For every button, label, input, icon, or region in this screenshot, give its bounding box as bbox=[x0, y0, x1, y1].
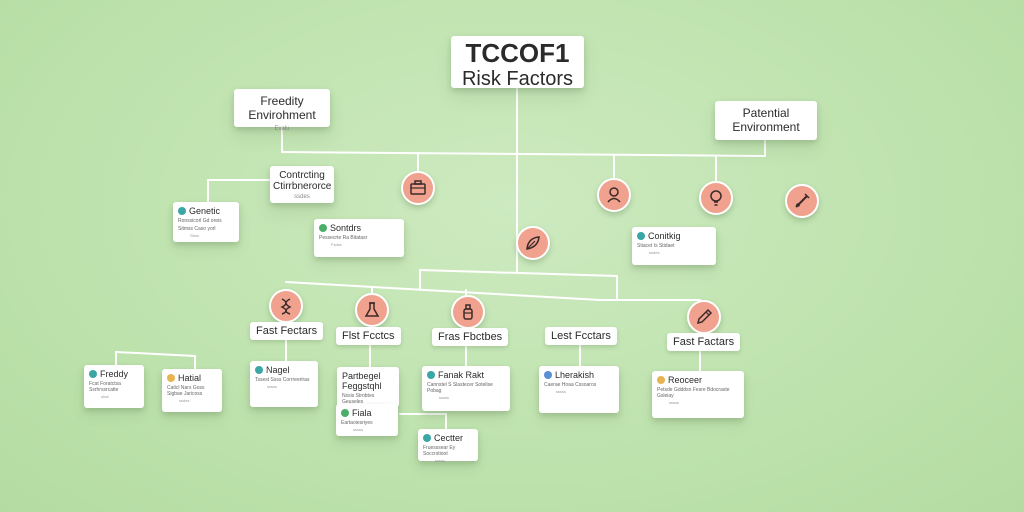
card-lherakish-title: Lherakish bbox=[555, 370, 595, 380]
card-freddy-desc: Fcat Foratctsa Ssrhrssrcatte bbox=[89, 381, 121, 393]
syringe-node bbox=[785, 184, 819, 218]
person-icon bbox=[607, 187, 621, 203]
card-nagel-desc: Tssest Ssss Corrreeriras bbox=[255, 377, 310, 383]
card-genetic-title: Genetic bbox=[189, 206, 221, 216]
card-fanak-desc: Cannstel S Slastecer Sotelise Pobag bbox=[427, 382, 493, 394]
factor-label-3: Fras Fbctbes bbox=[432, 328, 509, 346]
category-left-line2: Envirohment bbox=[248, 108, 316, 122]
briefcase-icon bbox=[410, 180, 426, 195]
card-genetic-foot: Sbss bbox=[190, 233, 199, 238]
factor-label-5: Fast Factars bbox=[667, 333, 741, 351]
category-left-sub: Evalu bbox=[274, 126, 290, 132]
card-genetic-desc1: Ronssicorl Gd oreis bbox=[178, 218, 222, 224]
card-partbegel-title2: Feggstqhl bbox=[342, 381, 382, 391]
scissors-icon bbox=[319, 224, 327, 232]
title-line1: TCCOF1 bbox=[465, 38, 570, 68]
factor-label-4: Lest Fcctars bbox=[545, 327, 617, 345]
card-lherakish-foot: sssss bbox=[556, 389, 566, 394]
card-conitkig-title: Conitkig bbox=[648, 231, 681, 241]
card-conitkig-foot: ssdes bbox=[649, 250, 660, 255]
card-genetic-desc2: Sitmss Caso yorl bbox=[178, 226, 216, 232]
title-line2: Risk Factors bbox=[461, 68, 574, 90]
card-partbegel: Partbegel Feggstqhl Nssis Strobtes Geuse… bbox=[337, 367, 399, 407]
globe-icon bbox=[427, 371, 435, 379]
card-cectter-desc: Fruesssear Ey Soccrstioot bbox=[423, 445, 456, 457]
category-card-contributing: Contrcting Ctirrbnerorce ssdes bbox=[270, 166, 334, 203]
card-nagel-foot: sssss bbox=[267, 384, 277, 389]
card-fiala-title: Fiala bbox=[352, 408, 372, 418]
leaf-icon bbox=[526, 236, 540, 250]
pin-icon bbox=[657, 376, 665, 384]
category-contributing-line1: Contrcting bbox=[279, 170, 325, 181]
card-freddy-foot: shat bbox=[101, 394, 109, 399]
briefcase-node bbox=[401, 171, 435, 205]
card-freddy-title: Freddy bbox=[100, 369, 129, 379]
dna-icon bbox=[280, 298, 292, 315]
card-fanak-foot: sssss bbox=[439, 395, 449, 400]
title-card: TCCOF1 Risk Factors bbox=[451, 36, 584, 90]
pencil-icon bbox=[696, 308, 713, 325]
card-hatial-desc: Caticl Nars Goss Sigbae Jaricoss bbox=[167, 385, 205, 397]
leaf-icon bbox=[341, 409, 349, 417]
card-cectter-title: Cectter bbox=[434, 433, 464, 443]
globe-icon bbox=[423, 434, 431, 442]
globe-icon bbox=[544, 371, 552, 379]
card-fanak-title: Fanak Rakt bbox=[438, 370, 485, 380]
card-genetic: Genetic Ronssicorl Gd oreis Sitmss Caso … bbox=[173, 202, 239, 242]
card-fiala: Fiala Eartaoiesriyes sssss bbox=[336, 404, 398, 436]
globe-icon bbox=[178, 207, 186, 215]
globe-icon bbox=[255, 366, 263, 374]
card-sontdrs-foot: Fsdss bbox=[331, 242, 342, 247]
card-reoceer-title: Reoceer bbox=[668, 375, 703, 385]
person-node bbox=[597, 178, 631, 212]
globe-icon bbox=[637, 232, 645, 240]
dna-node bbox=[269, 289, 303, 323]
card-nagel-title: Nagel bbox=[266, 365, 290, 375]
card-lherakish-desc: Caerae Hoaa Cssoaros bbox=[544, 382, 597, 388]
card-hatial-foot: ssdes bbox=[179, 398, 190, 403]
factor-label-1: Fast Fectars bbox=[250, 322, 324, 340]
card-fanak: Fanak Rakt Cannstel S Slastecer Sotelise… bbox=[422, 366, 510, 411]
card-reoceer-desc: Petsde Gdddsn Fesre Bdocraste Gsleiay bbox=[657, 387, 730, 399]
bottle-icon bbox=[463, 304, 473, 320]
lightbulb-node bbox=[699, 181, 733, 215]
card-freddy: Freddy Fcat Foratctsa Ssrhrssrcatte shat bbox=[84, 365, 144, 408]
category-card-left: Freedity Envirohment Evalu bbox=[234, 89, 330, 132]
factor-label-2: Flst Fcctcs bbox=[336, 327, 401, 345]
card-hatial: Hatial Caticl Nars Goss Sigbae Jaricoss … bbox=[162, 369, 222, 412]
lightbulb-icon bbox=[710, 190, 722, 206]
card-fiala-desc: Eartaoiesriyes bbox=[341, 420, 373, 426]
category-left-line1: Freedity bbox=[260, 94, 304, 108]
card-sontdrs-title: Sontdrs bbox=[330, 223, 362, 233]
category-right-line1: Patential bbox=[742, 106, 790, 120]
category-contributing-line2: Ctirrbnerorce bbox=[273, 181, 332, 192]
card-fiala-foot: sssss bbox=[353, 427, 363, 432]
card-lherakish: Lherakish Caerae Hoaa Cssoaros sssss bbox=[539, 366, 619, 413]
card-reoceer-foot: sssss bbox=[669, 400, 679, 405]
card-partbegel-title: Partbegel bbox=[342, 371, 381, 381]
category-contributing-sub: ssdes bbox=[294, 194, 310, 200]
category-right-line2: Environment bbox=[732, 120, 800, 134]
cup-icon bbox=[167, 374, 175, 382]
card-hatial-title: Hatial bbox=[178, 373, 202, 383]
card-cectter: Cectter Fruesssear Ey Soccrstioot sssss bbox=[418, 429, 478, 463]
pencil-node bbox=[687, 300, 721, 334]
card-reoceer: Reoceer Petsde Gdddsn Fesre Bdocraste Gs… bbox=[652, 371, 744, 418]
card-nagel: Nagel Tssest Ssss Corrreeriras sssss bbox=[250, 361, 318, 407]
leaf-node bbox=[516, 226, 550, 260]
bottle-node bbox=[451, 295, 485, 329]
category-card-right: Patential Environment bbox=[715, 101, 817, 140]
globe-icon bbox=[89, 370, 97, 378]
flask-icon bbox=[364, 302, 380, 317]
card-conitkig-desc: Stiacet Is Stidaet bbox=[637, 243, 675, 249]
syringe-icon bbox=[795, 193, 810, 208]
card-partbegel-desc: Nssis Strobtes Geuseles bbox=[342, 393, 375, 405]
card-cectter-foot: sssss bbox=[435, 458, 445, 463]
card-conitkig: Conitkig Stiacet Is Stidaet ssdes bbox=[632, 227, 716, 265]
flask-node bbox=[355, 293, 389, 327]
card-sontdrs: Sontdrs Pessecrte Ra Bitatasr Fsdss bbox=[314, 219, 404, 257]
card-sontdrs-desc: Pessecrte Ra Bitatasr bbox=[319, 235, 368, 241]
